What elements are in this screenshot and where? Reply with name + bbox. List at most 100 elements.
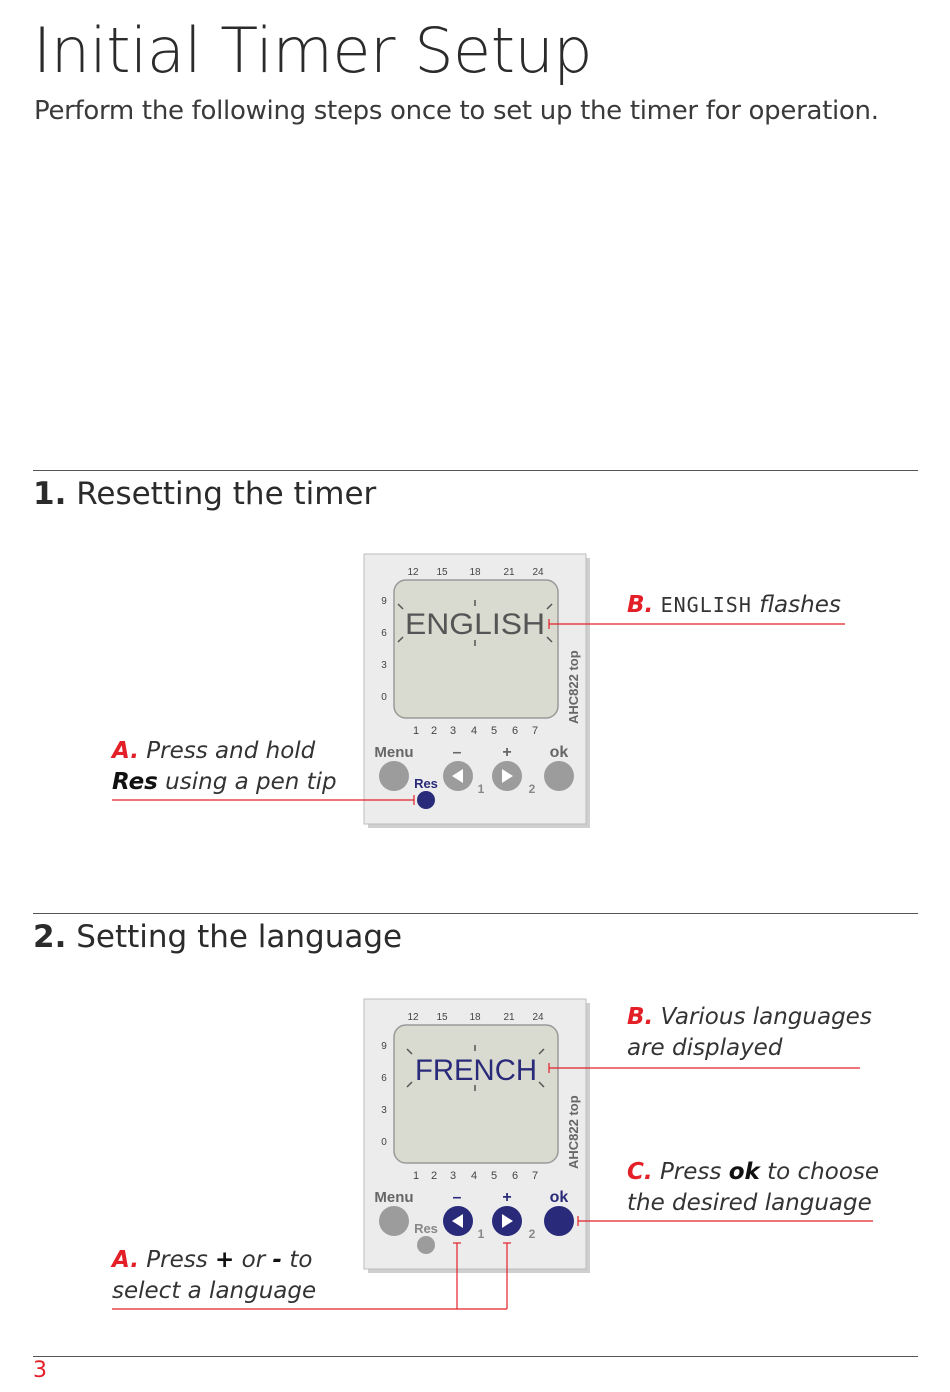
sub-label-1: 1	[478, 782, 485, 796]
side-tick: 6	[381, 1073, 387, 1084]
day-tick: 6	[512, 725, 518, 737]
day-tick: 2	[431, 725, 437, 737]
day-tick: 1	[413, 1170, 419, 1182]
callout-letter: B.	[627, 1004, 654, 1030]
day-tick: 3	[450, 1170, 456, 1182]
callout-letter: A.	[112, 1247, 139, 1273]
plus-label: +	[502, 744, 511, 761]
hour-tick: 24	[532, 1012, 544, 1023]
side-tick: 9	[381, 596, 387, 607]
callout-bold: ok	[728, 1159, 760, 1185]
callout-text: Various languages	[660, 1004, 872, 1030]
page-number: 3	[33, 1358, 47, 1383]
section-1-diagram: 12 15 18 21 24 9 6 3 0 ENGLISH AHC822 to…	[112, 553, 845, 828]
side-tick: 0	[381, 692, 387, 703]
callout-letter: B.	[627, 592, 654, 618]
callout-letter: C.	[627, 1159, 653, 1185]
side-tick: 3	[381, 660, 387, 671]
res-label: Res	[414, 1221, 438, 1236]
callout-text: Press	[146, 1247, 208, 1273]
ok-button[interactable]	[544, 761, 574, 791]
right-arrow-icon	[502, 1214, 513, 1228]
menu-button[interactable]	[379, 1206, 409, 1236]
res-button[interactable]	[417, 1236, 435, 1254]
minus-label: –	[453, 1189, 462, 1206]
callout-text: to	[289, 1247, 313, 1273]
section-2-number: 2.	[33, 919, 67, 955]
res-label: Res	[414, 776, 438, 791]
hour-tick: 12	[407, 1012, 419, 1023]
lcd-screen	[393, 1024, 559, 1164]
ok-label: ok	[550, 744, 569, 761]
ok-button[interactable]	[544, 1206, 574, 1236]
section-2-callout-a: A. Press + or - to select a language	[112, 1245, 316, 1307]
day-tick: 7	[532, 1170, 538, 1182]
callout-lcd-text: ENGLISH	[660, 593, 752, 617]
lcd-language: ENGLISH	[405, 608, 545, 641]
callout-bold: Res	[112, 769, 158, 795]
callout-letter: A.	[112, 738, 139, 764]
hour-tick: 12	[407, 567, 419, 578]
callout-text: are displayed	[627, 1035, 783, 1061]
plus-label: +	[502, 1189, 511, 1206]
section-2-callout-c: C. Press ok to choose the desired langua…	[627, 1157, 879, 1219]
section-2-title: Setting the language	[76, 919, 403, 955]
model-label: AHC822 top	[566, 650, 581, 724]
callout-bold: -	[272, 1247, 283, 1273]
side-tick: 6	[381, 628, 387, 639]
callout-text: Press	[659, 1159, 722, 1185]
footer-divider	[33, 1356, 918, 1357]
menu-button[interactable]	[379, 761, 409, 791]
page-title: Initial Timer Setup	[33, 14, 593, 87]
day-tick: 4	[471, 725, 477, 737]
flash-marks	[397, 600, 553, 646]
section-1-number: 1.	[33, 476, 67, 512]
right-arrow-icon	[502, 769, 513, 783]
page-subtitle: Perform the following steps once to set …	[34, 96, 879, 126]
hour-tick: 21	[503, 567, 515, 578]
section-1-callout-a: A. Press and hold Res using a pen tip	[112, 736, 337, 798]
left-arrow-icon	[452, 769, 463, 783]
model-label: AHC822 top	[566, 1095, 581, 1169]
callout-text: or	[241, 1247, 266, 1273]
menu-label: Menu	[374, 744, 413, 761]
day-tick: 5	[491, 1170, 497, 1182]
section-2-diagram: 12 15 18 21 24 9 6 3 0 FRENCH AHC822 top…	[112, 998, 873, 1310]
lcd-language: FRENCH	[415, 1054, 537, 1087]
res-button[interactable]	[417, 791, 435, 809]
hour-tick: 24	[532, 567, 544, 578]
sub-label-1: 1	[478, 1227, 485, 1241]
section-1-heading: 1. Resetting the timer	[33, 476, 376, 512]
section-2-callout-b: B. Various languages are displayed	[627, 1002, 872, 1064]
hour-tick: 21	[503, 1012, 515, 1023]
left-arrow-icon	[452, 1214, 463, 1228]
side-tick: 0	[381, 1137, 387, 1148]
hour-tick: 18	[469, 1012, 481, 1023]
callout-text: flashes	[759, 592, 841, 618]
callout-text: using a pen tip	[165, 769, 337, 795]
day-tick: 4	[471, 1170, 477, 1182]
section-2-heading: 2. Setting the language	[33, 919, 402, 955]
hour-tick: 18	[469, 567, 481, 578]
flash-marks	[406, 1045, 545, 1091]
day-tick: 5	[491, 725, 497, 737]
day-tick: 2	[431, 1170, 437, 1182]
day-tick: 6	[512, 1170, 518, 1182]
side-tick: 9	[381, 1041, 387, 1052]
section-2-divider	[33, 913, 918, 914]
callout-text: the desired language	[627, 1190, 872, 1216]
section-1-divider	[33, 470, 918, 471]
callout-bold: +	[215, 1247, 235, 1273]
hour-tick: 15	[436, 1012, 448, 1023]
section-1-callout-b: B. ENGLISH flashes	[627, 590, 841, 621]
menu-label: Menu	[374, 1189, 413, 1206]
callout-text: Press and hold	[146, 738, 316, 764]
side-tick: 3	[381, 1105, 387, 1116]
day-tick: 3	[450, 725, 456, 737]
section-1-title: Resetting the timer	[76, 476, 377, 512]
minus-label: –	[453, 744, 462, 761]
callout-text: select a language	[112, 1278, 317, 1304]
sub-label-2: 2	[529, 782, 536, 796]
hour-tick: 15	[436, 567, 448, 578]
lcd-screen	[393, 579, 559, 719]
